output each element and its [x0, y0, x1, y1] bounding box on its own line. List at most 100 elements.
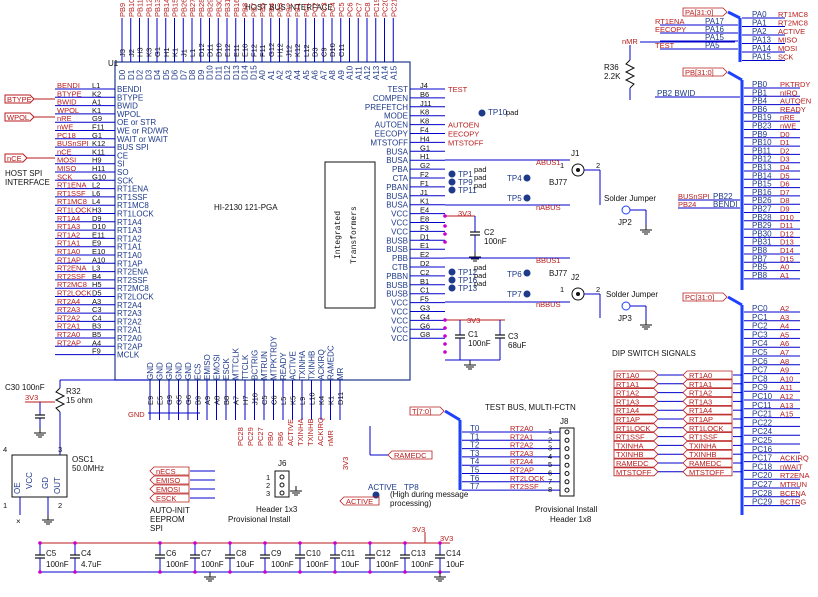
pb-right-net: D4 — [780, 163, 790, 172]
tp8-note: (High during message — [390, 490, 469, 499]
right-pin-name: VCC — [391, 227, 408, 236]
dip-right-flag: MTSTOFF — [689, 468, 725, 477]
chip-ref: U1 — [108, 59, 119, 68]
left-pin-name: MCLK — [117, 351, 140, 360]
left-pin-num: C3 — [92, 305, 102, 314]
pb-right-pin: PB4 — [752, 97, 768, 106]
decoup-val: 100nF — [46, 560, 69, 569]
top-pin-num: J2 — [127, 49, 136, 57]
right-pin-name: BUSB — [386, 245, 408, 254]
gnd-label: GND — [128, 410, 145, 419]
junction — [38, 570, 42, 574]
bottom-pin-name: MTTCLK — [232, 347, 241, 380]
testbus-ref: J8 — [560, 417, 569, 426]
testbus-net: RT2A4 — [510, 457, 533, 466]
pa-bus-flag: PA[31:0] — [685, 8, 713, 17]
top-pin-net: PB12 — [144, 0, 153, 17]
left-pin-num: B3 — [92, 322, 101, 331]
eeprom-flag: EMOSI — [156, 485, 180, 494]
top-pin-name: D13 — [232, 65, 241, 80]
bus-a-pad: pad — [474, 165, 487, 174]
tp10-icon — [478, 109, 486, 117]
capacitor-icon — [495, 334, 505, 339]
top-pin-net: PB7 — [249, 3, 258, 17]
decoup-val: 100nF — [306, 560, 329, 569]
dip-right-flag-shape — [682, 414, 733, 424]
pc-right-pin: PC29 — [752, 498, 773, 507]
top-pin-name: A2 — [276, 70, 285, 80]
bottom-pin-num: K1 — [327, 396, 336, 405]
left-pin-num: E9 — [92, 239, 101, 248]
left-pin-net: SCK — [57, 172, 72, 181]
left-pin-num: H9 — [92, 156, 102, 165]
bottom-pin-net: nMR — [326, 430, 335, 446]
resistor-icon — [624, 59, 636, 89]
top-pin-num: L1 — [188, 49, 197, 57]
testbus-pin: 3 — [548, 444, 552, 453]
eeprom-section: nECSEMISOEMOSIESCKAUTO-INITEEPROMSPIJ612… — [149, 459, 469, 533]
right-pin-num: F2 — [420, 170, 429, 179]
junction — [443, 224, 447, 228]
right-pin-name: MTSTOFF — [370, 138, 408, 147]
right-pin-num: H1 — [420, 152, 430, 161]
pb-right-net: AUTOEN — [780, 97, 811, 106]
left-pin-num: L6 — [92, 189, 100, 198]
junction — [298, 570, 302, 574]
top-pin-net: PB29 — [206, 0, 215, 17]
left-pin-name: OE or STR — [117, 118, 156, 127]
pb-right-pin: PB15 — [752, 180, 772, 189]
bottom-pin-net: PB0 — [266, 432, 275, 446]
bus-b-testpoint-icon — [523, 269, 531, 277]
pb-right-pin: PB30 — [752, 229, 772, 238]
left-pin-net: WPOL — [57, 106, 79, 115]
left-pin-name: RT1LOCK — [117, 210, 154, 219]
bottom-pin-num: C5 — [260, 395, 269, 405]
decoup-ref: C8 — [236, 549, 247, 558]
dip-right-flag: RT1A0 — [689, 371, 712, 380]
left-pin-num: A4 — [92, 338, 101, 347]
right-pin-num: G1 — [420, 143, 430, 152]
left-pin-name: BENDI — [117, 85, 141, 94]
eeprom-label: SPI — [150, 524, 163, 533]
dip-left-flag-shape — [613, 440, 659, 450]
left-pin-net: RT1A2 — [57, 230, 80, 239]
bus-b-testpoint: TP6 — [507, 270, 522, 279]
right-pin-name: VCC — [391, 308, 408, 317]
right-pin-name: MODE — [384, 112, 408, 121]
capacitor-icon — [155, 554, 165, 559]
bus-b-jumper-icon — [621, 301, 631, 311]
capacitor-icon — [400, 554, 410, 559]
bottom-pin-name: TXINHA — [298, 350, 307, 380]
vcc-ground-icon — [464, 360, 476, 370]
title: HOST BUS INTERFACE — [245, 3, 333, 12]
c1-ref: C1 — [468, 330, 479, 339]
junction — [228, 541, 232, 545]
eeprom-flag-shape — [149, 466, 190, 476]
left-pin-net: RT1A4 — [57, 214, 80, 223]
pa-right-pin: PA2 — [752, 27, 767, 36]
bottom-pin-name: MTPKTRDY — [270, 335, 279, 380]
top-pin-num: G12 — [267, 43, 276, 57]
top-pin-net: PB14 — [162, 0, 171, 17]
right-pin-name: PBA — [392, 165, 409, 174]
capacitor-icon — [435, 554, 445, 559]
left-pin-num: B4 — [92, 272, 101, 281]
bus-a-pin2: 2 — [596, 161, 600, 170]
bottom-pin-name: ECS — [194, 364, 203, 380]
pb-left2-net: PB24 — [678, 200, 696, 209]
pa-right-pin: PA0 — [752, 10, 767, 19]
bus-b-testpoint: TP12 — [458, 268, 478, 277]
left-pin-net: RT1AP — [57, 255, 81, 264]
pc-right-net: BCTRG — [780, 498, 806, 507]
pc-right-net: A11 — [780, 383, 793, 392]
left-pin-num: L2 — [92, 181, 100, 190]
top-pin-net: PC19 — [372, 0, 381, 17]
top-pin-name: D8 — [188, 69, 197, 80]
osc-pin: VCC — [25, 472, 34, 489]
top-pin-name: D5 — [162, 69, 171, 80]
bus-b-testpoint: TP16 — [458, 276, 478, 285]
left-pin-net: RT2ENA — [57, 264, 86, 273]
